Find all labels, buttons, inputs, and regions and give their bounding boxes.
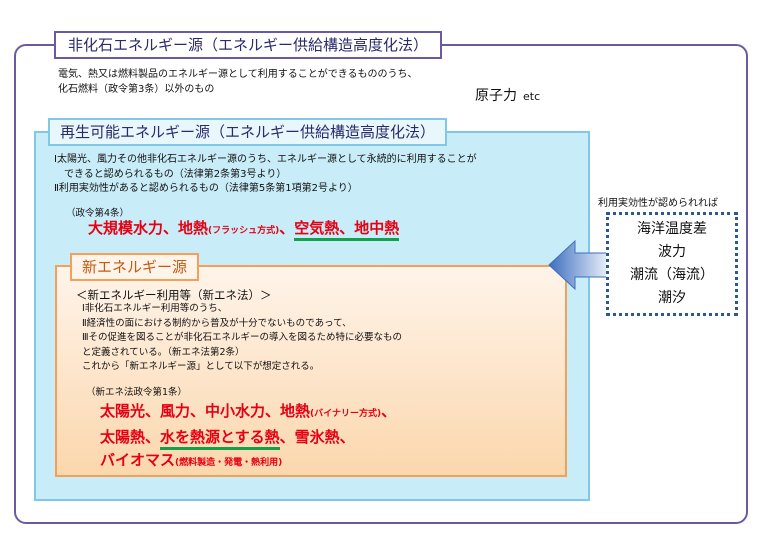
new-energy-row1: 太陽光、風力、中小水力、地熱(バイナリー方式)、: [100, 400, 396, 426]
non-fossil-def-line2: 化石燃料（政令第3条）以外のもの: [58, 84, 215, 95]
ocean-item: 波力: [658, 244, 686, 260]
etc-text: etc: [523, 90, 541, 103]
non-fossil-def-line1: 電気、熱又は燃料製品のエネルギー源として利用することができるもののうち、: [58, 69, 418, 80]
new-energy-frame: [55, 265, 567, 477]
new-energy-row1-note: (バイナリー方式): [310, 409, 382, 419]
renewable-items: 大規模水力、地熱(フラッシュ方式)、空気熱、地中熱: [88, 217, 400, 241]
new-energy-row1-tail: 、: [381, 402, 397, 420]
nuclear-text: 原子力: [475, 88, 517, 104]
left-arrow-icon: [548, 239, 615, 291]
renewable-item2: 空気熱、地中熱: [294, 219, 400, 241]
new-energy-def-line4: と定義されている。（新エネ法第2条）: [82, 346, 245, 358]
ocean-item: 潮流（海流）: [630, 267, 714, 283]
new-energy-row2: 太陽熱、水を熱源とする熱、雪氷熱、: [100, 426, 396, 450]
renewable-def-line1: Ⅰ太陽光、風力その他非化石エネルギー源のうち、エネルギー源として永続的に利用する…: [54, 154, 477, 165]
new-energy-row3-note: (燃料製造・発電・熱利用): [175, 458, 283, 468]
renewable-title: 再生可能エネルギー源（エネルギー供給構造高度化法）: [48, 118, 448, 146]
new-energy-row2-a: 太陽熱、: [100, 428, 161, 446]
new-energy-row2-b: 水を熱源とする熱: [160, 428, 280, 450]
new-energy-row2-c: 、雪氷熱、: [279, 428, 355, 446]
non-fossil-title: 非化石エネルギー源（エネルギー供給構造高度化法）: [54, 31, 443, 59]
renewable-def-line2: できると認められるもの（法律第2条第3号より）: [54, 168, 287, 180]
new-energy-law-title: ＜新エネルギー利用等（新エネ法）＞: [76, 288, 272, 302]
new-energy-decree: （新エネ法政令第1条）: [86, 387, 188, 398]
ocean-caption: 利用実効性が認められれば: [598, 198, 718, 209]
ocean-energy-box: 海洋温度差 波力 潮流（海流） 潮汐: [606, 212, 738, 316]
new-energy-definition: Ⅰ非化石エネルギー利用等のうち、 Ⅱ経済性の面における制約から普及が十分でないも…: [82, 302, 402, 375]
new-energy-def-line3: Ⅲその促進を図ることが非化石エネルギーの導入を図るため特に必要なもの: [82, 332, 403, 344]
non-fossil-definition: 電気、熱又は燃料製品のエネルギー源として利用することができるもののうち、 化石燃…: [58, 67, 418, 97]
renewable-item1: 大規模水力、地熱: [88, 219, 209, 237]
new-energy-def-line5: これから「新エネルギー源」として以下が想定される。: [82, 361, 320, 373]
renewable-decree: （政令第4条）: [66, 208, 130, 219]
new-energy-def-line2: Ⅱ経済性の面における制約から普及が十分でないものであって、: [82, 317, 352, 329]
new-energy-def-line1: Ⅰ非化石エネルギー利用等のうち、: [82, 303, 228, 314]
ocean-item: 海洋温度差: [637, 221, 707, 237]
renewable-item1-note: (フラッシュ方式): [208, 226, 280, 236]
new-energy-row3: バイオマス(燃料製造・発電・熱利用): [100, 449, 396, 475]
new-energy-title: 新エネルギー源: [70, 253, 200, 281]
ocean-item: 潮汐: [658, 290, 686, 306]
new-energy-row1-text: 太陽光、風力、中小水力、地熱: [100, 402, 311, 420]
new-energy-row3-text: バイオマス: [100, 451, 176, 469]
nuclear-label: 原子力 etc: [475, 85, 540, 105]
new-energy-items: 太陽光、風力、中小水力、地熱(バイナリー方式)、 太陽熱、水を熱源とする熱、雪氷…: [100, 400, 396, 475]
renewable-item-separator: 、: [279, 219, 295, 237]
renewable-def-line3: Ⅱ利用実効性があると認められるもの（法律第5条第1項第2号より）: [54, 183, 358, 194]
renewable-definition: Ⅰ太陽光、風力その他非化石エネルギー源のうち、エネルギー源として永続的に利用する…: [54, 153, 477, 197]
